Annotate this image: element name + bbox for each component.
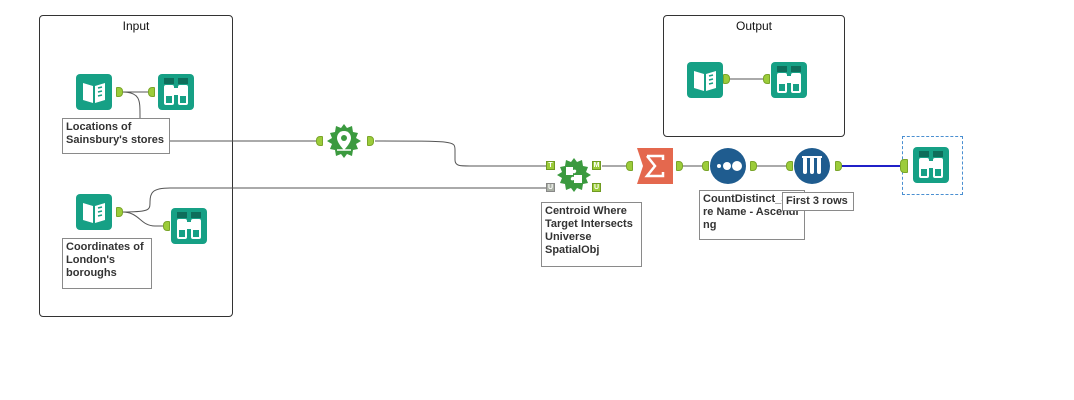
create-points-tool[interactable] [326, 123, 362, 159]
sigma-summarize-icon [637, 148, 673, 184]
input-anchor[interactable] [763, 74, 770, 84]
sample-tool[interactable] [794, 148, 830, 184]
output-anchor[interactable] [116, 87, 123, 97]
spatial-match-tool[interactable] [556, 157, 592, 193]
input-container-title: Input [122, 19, 150, 33]
wire-input2-spatialmatch [121, 187, 546, 213]
wire-createpoints-spatialmatch [374, 140, 546, 167]
summarize-tool[interactable] [637, 148, 673, 184]
output-browse-tool[interactable] [771, 62, 807, 98]
record-id-annotation: CountDistinct_Store Name - Ascending [699, 190, 805, 240]
input-anchor[interactable] [786, 161, 793, 171]
match-anchor[interactable]: M [592, 161, 601, 170]
spatial-match-annotation: Centroid Where Target Intersects Univers… [541, 202, 642, 267]
unmatched-anchor[interactable]: U [592, 183, 601, 192]
target-anchor[interactable]: T [546, 161, 555, 170]
browse-tool-1[interactable] [158, 74, 194, 110]
input-anchor[interactable] [316, 136, 323, 146]
binoculars-browse-icon [771, 62, 807, 98]
output-anchor[interactable] [835, 161, 842, 171]
input2-annotation: Coordinates of London's boroughs [62, 238, 152, 289]
output-anchor[interactable] [116, 207, 123, 217]
binoculars-browse-icon [913, 147, 949, 183]
input-anchor[interactable] [702, 161, 709, 171]
output-anchor[interactable] [676, 161, 683, 171]
browse-tool-2[interactable] [171, 208, 207, 244]
sample-annotation: First 3 rows [782, 192, 854, 211]
dots-record-id-icon [710, 148, 746, 184]
puzzle-spatial-match-icon [557, 158, 591, 192]
binoculars-browse-icon [158, 74, 194, 110]
input-data-tool-2[interactable] [76, 194, 112, 230]
input-anchor[interactable] [163, 221, 170, 231]
output-input-tool[interactable] [687, 62, 723, 98]
book-input-icon [76, 194, 112, 230]
output-anchor[interactable] [367, 136, 374, 146]
universe-anchor[interactable]: U [546, 183, 555, 192]
book-input-icon [76, 74, 112, 110]
output-anchor[interactable] [723, 74, 730, 84]
output-anchor[interactable] [750, 161, 757, 171]
input-data-tool-1[interactable] [76, 74, 112, 110]
input-anchor[interactable] [900, 159, 908, 173]
input1-annotation: Locations of Sainsbury's stores [62, 118, 170, 154]
input-anchor[interactable] [148, 87, 155, 97]
map-pin-icon [327, 124, 361, 158]
browse-tool-3[interactable] [913, 147, 949, 183]
record-id-tool[interactable] [710, 148, 746, 184]
test-tubes-sample-icon [794, 148, 830, 184]
input-anchor[interactable] [626, 161, 633, 171]
input-container[interactable]: Input [39, 15, 233, 317]
binoculars-browse-icon [171, 208, 207, 244]
output-container[interactable]: Output [663, 15, 845, 137]
wire-input2-browse2 [121, 211, 165, 227]
book-input-icon [687, 62, 723, 98]
output-container-title: Output [735, 19, 773, 33]
